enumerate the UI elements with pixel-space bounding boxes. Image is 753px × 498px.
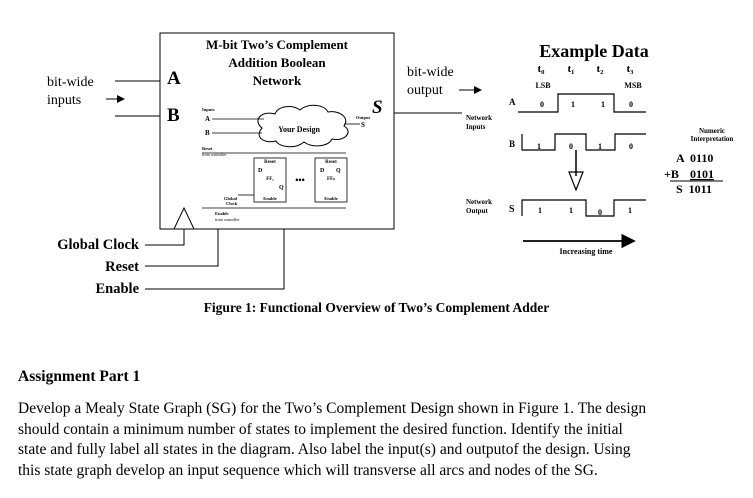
numeric-a: A 0110 <box>676 151 713 165</box>
reset-wire <box>145 229 219 267</box>
ff1-name-label: FF₁ <box>266 177 274 182</box>
paragraph-line-4: this state graph develop an input sequen… <box>18 461 598 479</box>
inner-b-label: B <box>205 129 210 137</box>
row-a-label: A <box>509 97 516 107</box>
msb-label: MSB <box>624 81 642 90</box>
network-box <box>159 32 395 230</box>
example-title: Example Data <box>539 41 649 61</box>
waveform-s <box>521 199 646 217</box>
port-b-label: B <box>167 105 180 126</box>
box-title-line-2: Addition Boolean <box>228 55 326 70</box>
a-bit-0: 0 <box>540 100 544 109</box>
waveform-a <box>518 93 646 113</box>
ff1-enable-label: Enable <box>263 196 277 201</box>
inner-enable-label: Enable <box>215 211 229 216</box>
ffn-name-label: FFₙ <box>327 177 335 182</box>
figure-caption: Figure 1: Functional Overview of Two’s C… <box>203 300 550 315</box>
network-inputs-line-1: Network <box>466 114 492 122</box>
flip-flop-n <box>314 157 348 203</box>
b-bit-3: 0 <box>629 142 633 151</box>
row-b-label: B <box>509 139 515 149</box>
box-title-line-3: Network <box>253 73 302 88</box>
sum-arrow-head <box>568 171 584 192</box>
lsb-label: LSB <box>535 81 551 90</box>
ff-dots: ••• <box>295 175 304 185</box>
network-output-line-2: Output <box>466 207 488 215</box>
ffn-reset-label: Reset <box>325 160 337 165</box>
time-t1: t₁ <box>568 63 575 75</box>
assignment-paragraph: Develop a Mealy State Graph (SG) for the… <box>18 399 746 481</box>
numeric-b-prefix: +B <box>664 167 679 181</box>
a-bit-1: 1 <box>571 100 575 109</box>
inputs-label-line-1: bit-wide <box>47 75 94 90</box>
network-inputs-line-2: Inputs <box>466 123 486 131</box>
figure-1: M-bit Two’s Complement Addition Boolean … <box>47 32 734 297</box>
paragraph-line-2: should contain a minimum number of state… <box>18 420 623 438</box>
paragraph-line-3: state and fully label all states in the … <box>18 441 631 458</box>
increasing-time-label: Increasing time <box>560 247 613 256</box>
output-label-line-2: output <box>407 83 443 98</box>
inner-reset-label: Reset <box>202 146 213 151</box>
b-bit-1: 0 <box>569 142 573 151</box>
cloud-label: Your Design <box>278 125 320 134</box>
ffn-d-label: D <box>320 168 325 174</box>
output-label-line-1: bit-wide <box>407 65 454 80</box>
flip-flop-1 <box>253 157 287 203</box>
global-clock-wire <box>145 229 185 246</box>
ff1-q-label: Q <box>279 185 284 191</box>
network-output-line-1: Network <box>466 198 492 206</box>
numeric-s: S 1011 <box>676 182 712 196</box>
ffn-q-label: Q <box>336 168 341 174</box>
time-t3: t₃ <box>627 63 635 75</box>
ffn-enable-label: Enable <box>324 196 338 201</box>
s-bit-3: 1 <box>628 206 632 215</box>
b-bit-0: 1 <box>537 142 541 151</box>
inner-clock-label: Clock <box>226 201 238 206</box>
time-t2: t₂ <box>597 63 605 75</box>
inner-output-label: Output <box>356 115 371 120</box>
box-title-line-1: M-bit Two’s Complement <box>206 37 349 52</box>
s-bit-1: 1 <box>569 206 573 215</box>
assignment-heading: Assignment Part 1 <box>18 368 141 385</box>
clock-triangle <box>173 206 195 230</box>
b-bit-2: 1 <box>598 142 602 151</box>
inputs-label-line-2: inputs <box>47 93 81 108</box>
a-bit-3: 0 <box>629 100 633 109</box>
inner-a-label: A <box>205 115 210 123</box>
enable-label: Enable <box>95 281 139 297</box>
global-clock-label: Global Clock <box>57 237 140 253</box>
time-t0: t₀ <box>538 63 546 75</box>
inner-s-label: S <box>361 121 365 129</box>
reset-label: Reset <box>105 259 139 275</box>
ff1-d-label: D <box>258 168 263 174</box>
numeric-b-value: 0101 <box>690 167 714 181</box>
numeric-title-line-2: Interpretation <box>691 135 734 143</box>
waveform-b <box>521 133 646 151</box>
row-s-label: S <box>509 204 515 215</box>
design-cloud <box>257 104 349 148</box>
inner-global-label: Global <box>224 196 238 201</box>
s-bit-2: 0 <box>598 208 602 217</box>
s-bit-0: 1 <box>538 206 542 215</box>
enable-wire <box>145 229 285 290</box>
ff1-reset-label: Reset <box>264 160 276 165</box>
a-bit-2: 1 <box>601 100 605 109</box>
inner-reset-sub: from controller <box>202 152 227 157</box>
inner-enable-sub: from controller <box>215 217 240 222</box>
inner-inputs-label: Inputs <box>202 107 215 112</box>
numeric-title-line-1: Numeric <box>699 127 725 135</box>
paragraph-line-1: Develop a Mealy State Graph (SG) for the… <box>18 400 647 417</box>
port-a-label: A <box>167 68 181 89</box>
port-s-label: S <box>372 97 383 118</box>
